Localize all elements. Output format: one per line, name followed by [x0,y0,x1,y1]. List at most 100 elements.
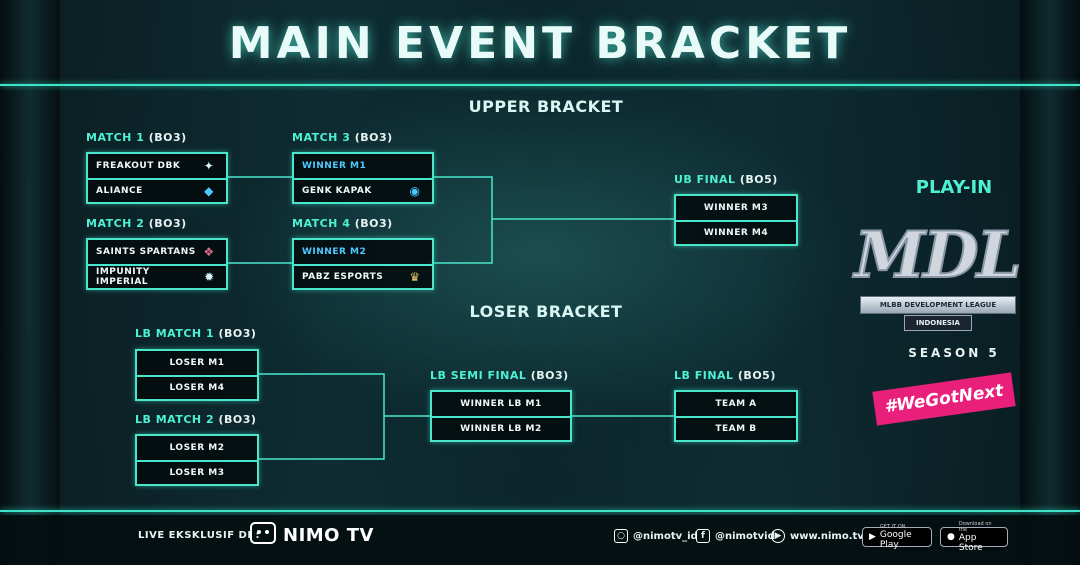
lb-match2-box[interactable]: LOSER M2 LOSER M3 [135,434,259,486]
team-name: WINNER LB M1 [460,399,542,409]
mdl-logo-region: INDONESIA [904,315,972,331]
connector-lb1-lb2 [258,373,385,460]
lb-semi-final-team2[interactable]: WINNER LB M2 [432,416,570,440]
website-text: www.nimo.tv [790,530,864,542]
app-store-text: App Store [958,533,983,553]
lb-match1-box[interactable]: LOSER M1 LOSER M4 [135,349,259,401]
ub-final-team1[interactable]: WINNER M3 [676,196,796,220]
lb-final-team1[interactable]: TEAM A [676,392,796,416]
nimo-tv-logo-icon [250,522,276,544]
ub-final-format: (BO5) [739,173,778,186]
nimo-tv-brand: NIMO TV [283,525,374,546]
facebook-icon: f [696,529,710,543]
ub-final-name: UB FINAL [674,173,736,186]
match3-name: MATCH 3 [292,131,351,144]
match4-team1[interactable]: WINNER M2 [294,240,432,264]
genk-kapak-logo-icon: ◉ [409,184,421,198]
match1-label: MATCH 1 (BO3) [86,131,187,144]
match3-team1[interactable]: WINNER M1 [294,154,432,178]
match1-team1[interactable]: FREAKOUT DBK ✦ [88,154,226,178]
match1-box[interactable]: FREAKOUT DBK ✦ ALIANCE ◆ [86,152,228,204]
lb-semi-final-box[interactable]: WINNER LB M1 WINNER LB M2 [430,390,572,442]
ub-final-box[interactable]: WINNER M3 WINNER M4 [674,194,798,246]
match2-team2[interactable]: IMPUNITY IMPERIAL ✹ [88,264,226,288]
mdl-logo-tagline: MLBB DEVELOPMENT LEAGUE [860,296,1016,314]
match3-label: MATCH 3 (BO3) [292,131,393,144]
team-name: WINNER LB M2 [460,424,542,434]
lb-semi-final-name: LB SEMI FINAL [430,369,527,382]
team-name: LOSER M4 [169,383,225,393]
lb-match2-format: (BO3) [218,413,257,426]
team-name: LOSER M3 [169,468,225,478]
lb-match1-team1[interactable]: LOSER M1 [137,351,257,375]
match3-team2[interactable]: GENK KAPAK ◉ [294,178,432,202]
loser-bracket-title: LOSER BRACKET [469,302,623,321]
match2-box[interactable]: SAINTS SPARTANS ❖ IMPUNITY IMPERIAL ✹ [86,238,228,290]
match2-team1[interactable]: SAINTS SPARTANS ❖ [88,240,226,264]
lb-match1-label: LB MATCH 1 (BO3) [135,327,256,340]
lb-semi-final-team1[interactable]: WINNER LB M1 [432,392,570,416]
facebook-text: @nimotvid [715,530,775,542]
google-play-text-group: GET IT ON Google Play [880,524,925,550]
lb-semi-final-label: LB SEMI FINAL (BO3) [430,369,569,382]
ub-final-label: UB FINAL (BO5) [674,173,778,186]
google-play-small-text: GET IT ON [879,524,906,530]
app-store-badge[interactable]: ● Download on the App Store [940,521,1008,553]
lb-match1-format: (BO3) [218,327,257,340]
match1-name: MATCH 1 [86,131,145,144]
match4-format: (BO3) [354,217,393,230]
ub-final-team2[interactable]: WINNER M4 [676,220,796,244]
facebook-handle[interactable]: f @nimotvid [696,529,775,543]
match3-format: (BO3) [354,131,393,144]
bottom-divider-line [0,510,1080,512]
match4-label: MATCH 4 (BO3) [292,217,393,230]
lb-final-label: LB FINAL (BO5) [674,369,776,382]
team-name: LOSER M1 [169,358,225,368]
match4-box[interactable]: WINNER M2 PABZ ESPORTS ♛ [292,238,434,290]
instagram-handle[interactable]: ○ @nimotv_id [614,529,698,543]
lb-match2-name: LB MATCH 2 [135,413,215,426]
saints-spartans-logo-icon: ❖ [203,245,215,259]
page-title: MAIN EVENT BRACKET [228,18,852,69]
team-name: FREAKOUT DBK [96,161,181,171]
match4-name: MATCH 4 [292,217,351,230]
instagram-text: @nimotv_id [633,530,698,542]
match4-team2[interactable]: PABZ ESPORTS ♛ [294,264,432,288]
season-label: SEASON 5 [908,346,1000,360]
apple-icon: ● [947,532,955,542]
match1-format: (BO3) [148,131,187,144]
team-name: WINNER M2 [302,247,367,257]
match1-team2[interactable]: ALIANCE ◆ [88,178,226,202]
team-name: GENK KAPAK [302,186,372,196]
match2-format: (BO3) [148,217,187,230]
team-name: TEAM B [715,424,757,434]
lb-final-name: LB FINAL [674,369,734,382]
google-play-badge[interactable]: ▶ GET IT ON Google Play [862,524,932,550]
team-name: SAINTS SPARTANS [96,247,196,257]
lb-match2-team2[interactable]: LOSER M3 [137,460,257,484]
lb-match2-team1[interactable]: LOSER M2 [137,436,257,460]
team-name: TEAM A [715,399,757,409]
lb-final-box[interactable]: TEAM A TEAM B [674,390,798,442]
right-pillar-decoration [1020,0,1080,565]
lb-final-format: (BO5) [737,369,776,382]
lb-final-team2[interactable]: TEAM B [676,416,796,440]
lb-semi-final-format: (BO3) [530,369,569,382]
app-store-text-group: Download on the App Store [959,521,1001,553]
website-link[interactable]: ▶ www.nimo.tv [771,529,864,543]
connector-m3-m4 [430,176,493,264]
team-name: WINNER M1 [302,161,367,171]
pabz-esports-logo-icon: ♛ [409,270,421,284]
team-name: WINNER M3 [703,203,769,213]
match3-box[interactable]: WINNER M1 GENK KAPAK ◉ [292,152,434,204]
nimo-web-icon: ▶ [771,529,785,543]
google-play-icon: ▶ [869,532,876,542]
lb-match1-team2[interactable]: LOSER M4 [137,375,257,399]
team-name: PABZ ESPORTS [302,272,384,282]
lb-match2-label: LB MATCH 2 (BO3) [135,413,256,426]
match2-label: MATCH 2 (BO3) [86,217,187,230]
live-exclusive-label: LIVE EKSKLUSIF DI : [138,530,261,541]
freakout-logo-icon: ✦ [203,159,215,173]
aliance-logo-icon: ◆ [204,184,214,198]
